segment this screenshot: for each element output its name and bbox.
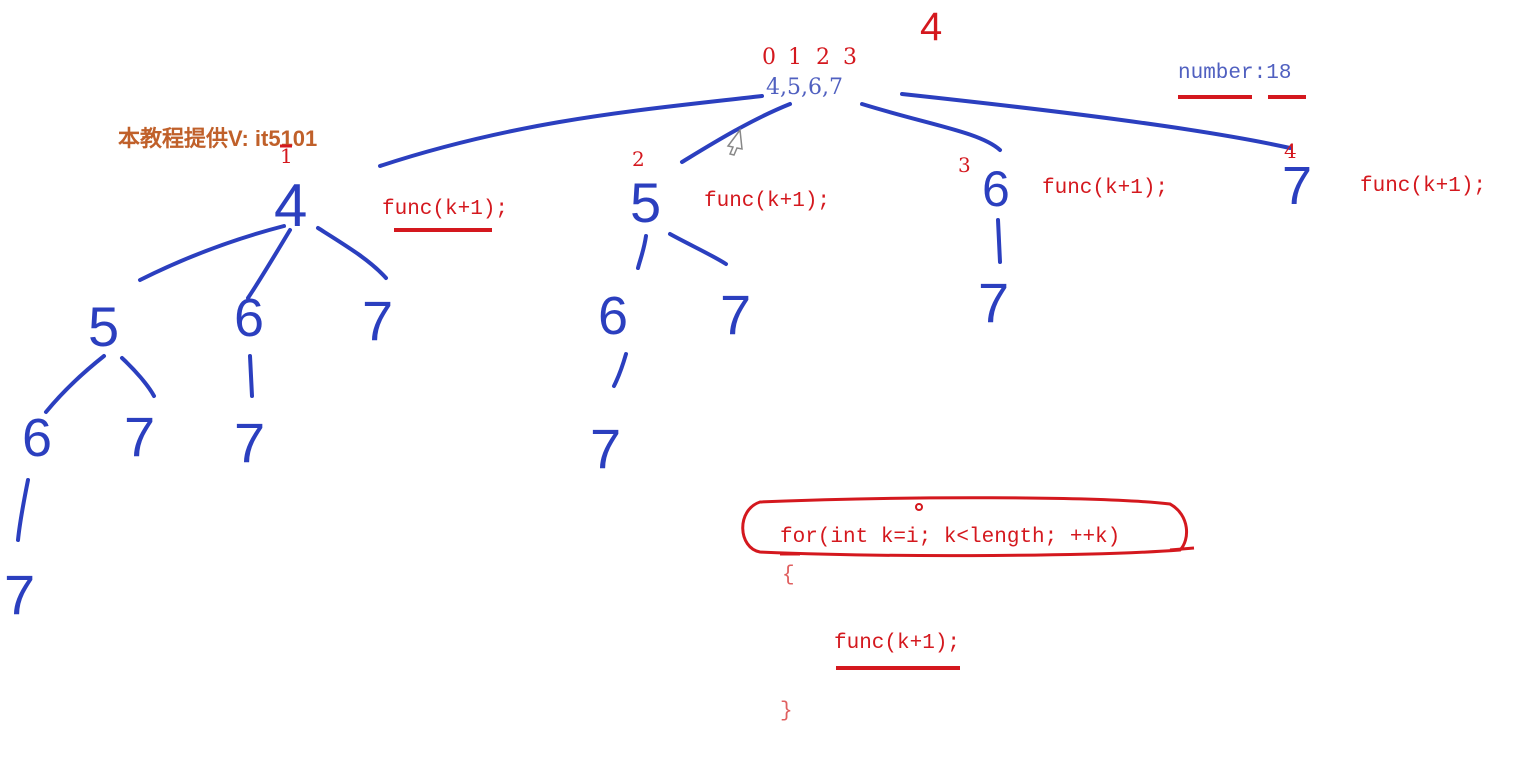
big-red-number: 4	[920, 5, 942, 49]
node-l1-5: 5	[630, 171, 661, 234]
node-4-5-7: 7	[124, 405, 155, 468]
node-5-7: 7	[720, 283, 751, 346]
edge-4-to-7	[316, 226, 388, 280]
edge-4-to-5	[138, 224, 286, 282]
index-0: 0	[762, 45, 776, 70]
code-body-call: func(k+1);	[834, 632, 960, 655]
edge-6b-to-7	[16, 478, 30, 542]
edge-5-to-7	[120, 356, 156, 398]
node-4-6: 6	[234, 288, 264, 348]
branch-label-4: 4	[1284, 139, 1297, 163]
node-4-5-6: 6	[22, 408, 52, 468]
call-label-4: func(k+1);	[1360, 175, 1486, 198]
number-counter: number:18	[1178, 62, 1291, 85]
branch-label-3: 3	[958, 153, 971, 177]
call-label-1: func(k+1);	[382, 198, 508, 221]
index-1: 1	[788, 45, 802, 70]
node-l1-7: 7	[1282, 156, 1312, 216]
array-values: 4,5,6,7	[766, 75, 843, 100]
branch-root-to-7	[900, 92, 1292, 150]
edge-5-to-6	[44, 354, 106, 414]
node-4-5: 5	[88, 295, 119, 358]
branch-label-2: 2	[632, 147, 645, 171]
for-loop-dot	[915, 503, 923, 511]
node-4-5-6-7: 7	[4, 563, 35, 626]
subtree-5-edges	[612, 232, 728, 388]
index-2: 2	[816, 45, 830, 70]
root-branches	[378, 92, 1292, 168]
edge-5-to-6-b	[636, 234, 648, 270]
node-5-6: 6	[598, 286, 628, 346]
edge-5-to-7-b	[668, 232, 728, 266]
branch-root-to-5	[680, 102, 792, 164]
edge-4-to-6	[246, 228, 292, 300]
branch-root-to-6	[860, 102, 1002, 152]
branch-label-1: 1	[280, 144, 293, 168]
code-close-brace: }	[780, 700, 793, 723]
index-3: 3	[843, 45, 857, 70]
cursor-arrow-icon	[726, 128, 743, 156]
call-label-2: func(k+1);	[704, 190, 830, 213]
edge-5-6-to-7	[612, 352, 628, 388]
node-6-7: 7	[978, 271, 1009, 334]
node-4-6-7: 7	[234, 411, 265, 474]
edge-6-to-7-c	[996, 218, 1002, 264]
code-open-brace: {	[782, 564, 795, 587]
call-label-3: func(k+1);	[1042, 177, 1168, 200]
edge-6-to-7	[248, 354, 254, 398]
branch-root-to-4	[378, 94, 764, 168]
node-5-6-7: 7	[590, 417, 621, 480]
for-loop-tail-mark	[1169, 546, 1195, 552]
node-l1-6: 6	[982, 161, 1010, 217]
subtree-4-edges	[16, 224, 388, 542]
node-4-7: 7	[362, 289, 393, 352]
for-loop-line: for(int k=i; k<length; ++k)	[780, 526, 1120, 549]
